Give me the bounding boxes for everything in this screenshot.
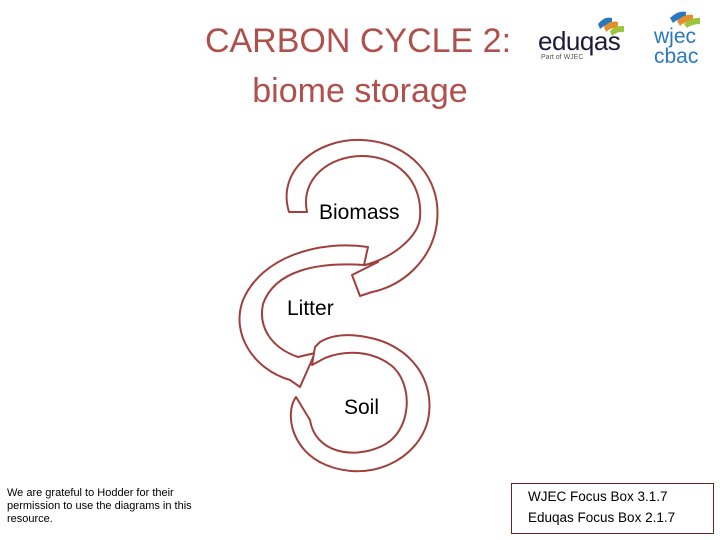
eduqas-wordmark: eduqas <box>538 26 621 56</box>
node-litter: Litter <box>287 297 334 320</box>
title-line-1: CARBON CYCLE 2: <box>0 22 718 61</box>
litter-to-soil-arrow <box>238 244 369 388</box>
node-biomass: Biomass <box>319 201 400 224</box>
eduqas-logo: eduqas Part of WJEC <box>538 12 638 64</box>
eduqas-book-icon <box>598 17 624 36</box>
eduqas-subtitle: Part of WJEC <box>541 54 584 61</box>
focus-box: WJEC Focus Box 3.1.7 Eduqas Focus Box 2.… <box>511 483 714 534</box>
wjec-wordmark: wjec <box>654 25 697 48</box>
title-line-1-text: CARBON CYCLE 2: <box>204 22 512 60</box>
biomass-to-litter-arrow <box>285 138 439 297</box>
focus-box-eduqas: Eduqas Focus Box 2.1.7 <box>528 510 676 525</box>
wjec-book-icon <box>670 11 700 28</box>
focus-box-wjec: WJEC Focus Box 3.1.7 <box>528 489 668 504</box>
node-soil: Soil <box>344 396 380 419</box>
soil-to-litter-arrow <box>289 334 431 473</box>
acknowledgement-text: We are grateful to Hodder for their perm… <box>7 487 192 525</box>
wjec-logo: wjec cbac <box>652 8 710 68</box>
cbac-wordmark: cbac <box>654 45 699 68</box>
title-line-2: biome storage <box>252 72 468 110</box>
